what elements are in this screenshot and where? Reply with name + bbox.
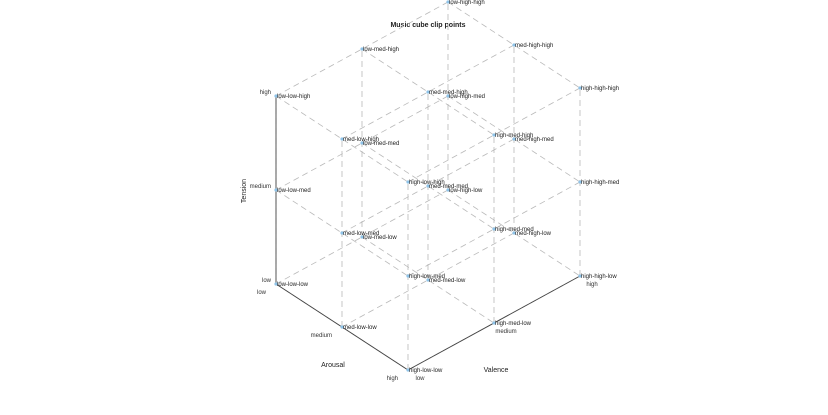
grid-line xyxy=(341,232,515,328)
point-label: low-med-low xyxy=(363,235,397,241)
data-point xyxy=(360,141,364,145)
point-label: low-med-med xyxy=(363,141,399,147)
point-label: low-med-high xyxy=(363,47,399,53)
point-label: low-low-high xyxy=(277,94,310,100)
grid-line xyxy=(275,1,449,97)
data-point xyxy=(426,278,430,282)
y-tick-label: high xyxy=(586,282,597,288)
point-label: med-med-med xyxy=(429,184,468,190)
grid-line xyxy=(275,95,449,191)
data-point xyxy=(426,184,430,188)
data-point xyxy=(360,47,364,51)
x-tick-label: high xyxy=(387,376,398,382)
data-point xyxy=(274,188,278,192)
x-axis-label: Arousal xyxy=(321,362,345,369)
point-label: low-high-low xyxy=(449,188,483,194)
grid-line xyxy=(361,236,495,324)
x-tick-label: low xyxy=(257,290,267,296)
point-label: low-high-med xyxy=(449,94,485,100)
grid-line xyxy=(361,142,495,230)
data-point xyxy=(512,231,516,235)
point-label: high-med-low xyxy=(495,321,532,327)
data-point xyxy=(426,90,430,94)
data-point xyxy=(578,86,582,90)
point-label: high-high-high xyxy=(581,86,619,92)
point-label: med-med-low xyxy=(429,278,466,284)
point-label: med-high-low xyxy=(515,231,552,237)
grid-line xyxy=(341,44,515,140)
data-point xyxy=(406,180,410,184)
grid-line xyxy=(407,87,581,183)
data-point xyxy=(406,368,410,372)
grid-line xyxy=(341,138,515,234)
grid-line xyxy=(447,95,581,183)
grid-line xyxy=(275,95,409,183)
point-label: med-low-med xyxy=(343,231,379,237)
point-label: high-med-med xyxy=(495,227,534,233)
data-point xyxy=(274,94,278,98)
y-tick-label: low xyxy=(415,376,425,382)
grid-line xyxy=(275,189,409,277)
point-label: med-high-med xyxy=(515,137,554,143)
point-label: med-low-high xyxy=(343,137,379,143)
data-point xyxy=(492,227,496,231)
data-point xyxy=(446,188,450,192)
z-axis-label: Tension xyxy=(241,179,248,203)
data-point xyxy=(340,325,344,329)
point-label: high-high-low xyxy=(581,274,617,280)
y-tick-label: medium xyxy=(495,329,516,335)
y-axis-label: Valence xyxy=(484,367,509,374)
data-point xyxy=(512,43,516,47)
data-point xyxy=(492,321,496,325)
data-point xyxy=(360,235,364,239)
z-tick-label: high xyxy=(260,90,271,96)
point-label: med-med-high xyxy=(429,90,468,96)
grid-line xyxy=(447,189,581,277)
data-point xyxy=(446,94,450,98)
grid-line xyxy=(275,189,449,285)
data-point xyxy=(446,0,450,4)
data-point xyxy=(274,282,278,286)
grid-line xyxy=(361,48,495,136)
point-label: med-low-low xyxy=(343,325,377,331)
point-label: low-low-med xyxy=(277,188,311,194)
point-label: high-high-med xyxy=(581,180,619,186)
chart-title: Music cube clip points xyxy=(390,22,465,29)
data-point xyxy=(578,180,582,184)
grid-line xyxy=(447,1,581,89)
point-label: low-high-high xyxy=(449,0,485,6)
data-point xyxy=(492,133,496,137)
data-point xyxy=(512,137,516,141)
z-tick-label: medium xyxy=(250,184,271,190)
point-label: high-low-low xyxy=(409,368,443,374)
x-tick-label: medium xyxy=(311,333,332,339)
point-label: high-med-high xyxy=(495,133,533,139)
data-point xyxy=(406,274,410,278)
cube-grid xyxy=(275,1,581,371)
grid-line xyxy=(407,181,581,277)
data-points: low-low-low low-low-med low-low-high low-me… xyxy=(274,0,619,374)
z-tick-label: low xyxy=(262,278,272,284)
point-label: high-low-med xyxy=(409,274,445,280)
data-point xyxy=(340,137,344,141)
data-point xyxy=(578,274,582,278)
point-label: high-low-high xyxy=(409,180,445,186)
data-point xyxy=(340,231,344,235)
point-label: low-low-low xyxy=(277,282,309,288)
point-label: med-high-high xyxy=(515,43,553,49)
